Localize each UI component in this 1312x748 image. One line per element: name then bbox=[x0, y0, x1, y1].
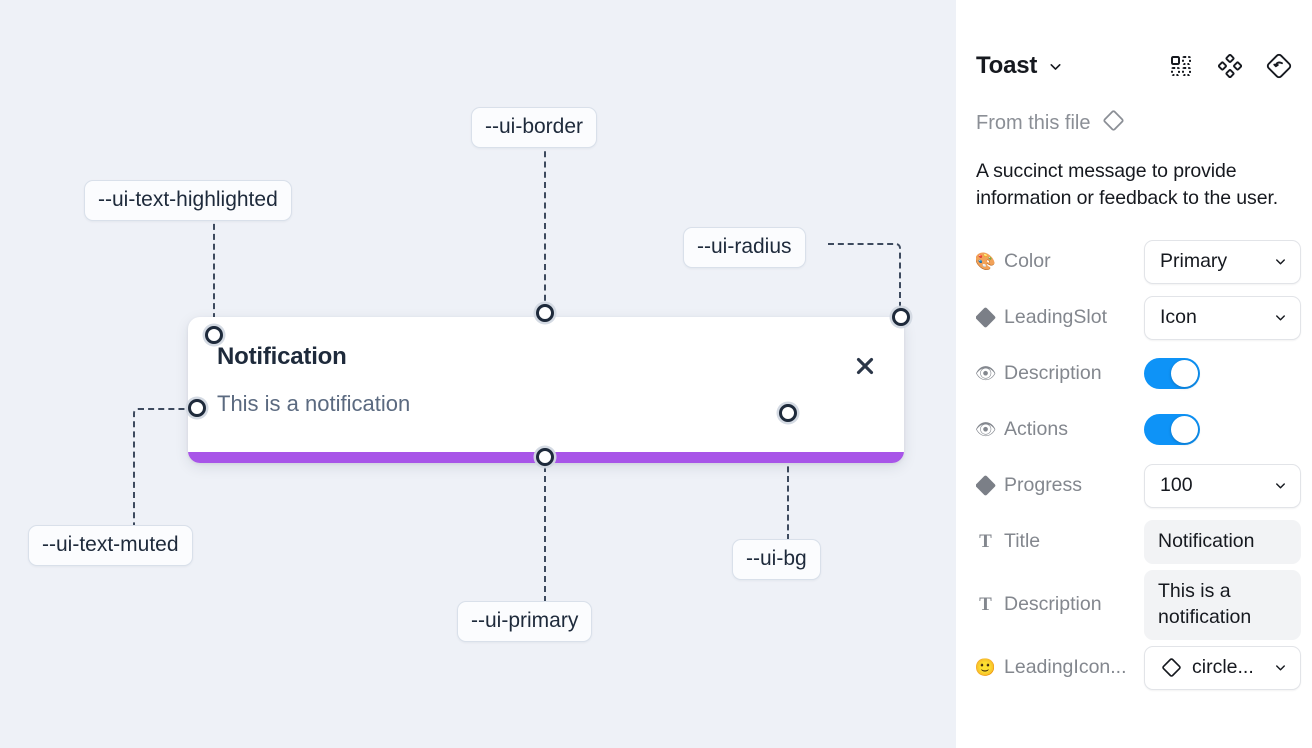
eye-icon: 👁 bbox=[976, 420, 997, 440]
chevron-down-icon[interactable] bbox=[1047, 58, 1064, 75]
from-this-file-row[interactable]: From this file bbox=[976, 108, 1292, 138]
header-icon-group bbox=[1168, 53, 1292, 79]
chevron-down-icon bbox=[1273, 254, 1288, 269]
anchor-ui-text-highlighted[interactable] bbox=[205, 326, 223, 344]
close-x-icon[interactable] bbox=[852, 353, 878, 379]
property-label-color: 🎨 Color bbox=[976, 250, 1144, 273]
property-row-progress: Progress 100 bbox=[976, 458, 1301, 514]
diamond-outline-icon bbox=[1101, 108, 1126, 138]
property-row-actions-toggle: 👁 Actions bbox=[976, 402, 1292, 458]
connector-ui-primary bbox=[544, 466, 546, 602]
property-name-description-toggle: Description bbox=[1004, 362, 1102, 385]
chevron-down-icon bbox=[1273, 660, 1288, 675]
property-name-description-text: Description bbox=[1004, 593, 1102, 616]
property-name-color: Color bbox=[1004, 250, 1051, 273]
property-row-leadingicon: 🙂 LeadingIcon... circle... bbox=[976, 640, 1301, 696]
connector-ui-border bbox=[544, 141, 546, 311]
anchor-ui-border[interactable] bbox=[536, 304, 554, 322]
diamond-filled-icon bbox=[976, 475, 997, 497]
leadingicon-select[interactable]: circle... bbox=[1144, 645, 1301, 690]
property-label-description-toggle: 👁 Description bbox=[976, 362, 1144, 385]
leadingslot-select-value: Icon bbox=[1160, 306, 1197, 329]
description-input[interactable]: This is a notification bbox=[1144, 569, 1301, 640]
toast-card-preview[interactable]: Notification This is a notification bbox=[188, 317, 904, 463]
toast-title: Notification bbox=[217, 343, 347, 370]
properties-panel: Toast bbox=[956, 0, 1312, 748]
text-type-icon: T bbox=[979, 531, 992, 553]
anchor-ui-text-muted[interactable] bbox=[188, 399, 206, 417]
from-this-file-label: From this file bbox=[976, 111, 1091, 134]
description-toggle[interactable] bbox=[1144, 358, 1200, 390]
anchor-ui-radius[interactable] bbox=[892, 308, 910, 326]
token-chip-ui-primary[interactable]: --ui-primary bbox=[457, 601, 593, 643]
property-label-progress: Progress bbox=[976, 474, 1144, 497]
title-input-value: Notification bbox=[1158, 529, 1255, 552]
property-label-description-text: T Description bbox=[976, 593, 1144, 616]
connector-ui-radius bbox=[828, 243, 901, 311]
eye-icon: 👁 bbox=[976, 364, 997, 384]
token-chip-ui-border[interactable]: --ui-border bbox=[471, 107, 598, 149]
connector-ui-text-highlighted bbox=[213, 214, 215, 329]
token-chip-ui-text-highlighted[interactable]: --ui-text-highlighted bbox=[84, 180, 292, 222]
property-label-leadingslot: LeadingSlot bbox=[976, 306, 1144, 329]
property-label-title: T Title bbox=[976, 530, 1144, 553]
variants-cluster-icon[interactable] bbox=[1217, 53, 1243, 79]
chevron-down-icon bbox=[1273, 310, 1288, 325]
progress-select[interactable]: 100 bbox=[1144, 463, 1301, 508]
anchor-ui-bg[interactable] bbox=[779, 404, 797, 422]
progress-select-value: 100 bbox=[1160, 474, 1193, 497]
emoji-face-icon: 🙂 bbox=[976, 658, 997, 678]
property-row-title: T Title Notification bbox=[976, 514, 1301, 570]
token-chip-ui-bg[interactable]: --ui-bg bbox=[732, 539, 821, 581]
diamond-filled-icon bbox=[976, 307, 997, 329]
token-chip-ui-text-muted[interactable]: --ui-text-muted bbox=[28, 525, 193, 567]
property-row-description-toggle: 👁 Description bbox=[976, 346, 1292, 402]
text-type-icon: T bbox=[979, 594, 992, 616]
toggle-knob bbox=[1171, 416, 1198, 444]
property-row-leadingslot: LeadingSlot Icon bbox=[976, 290, 1301, 346]
design-canvas[interactable]: --ui-text-highlighted --ui-border --ui-r… bbox=[0, 0, 956, 748]
property-name-actions-toggle: Actions bbox=[1004, 418, 1068, 441]
leadingslot-select[interactable]: Icon bbox=[1144, 295, 1301, 340]
leadingicon-select-value: circle... bbox=[1192, 656, 1254, 679]
reset-instance-icon[interactable] bbox=[1266, 53, 1292, 79]
property-name-title: Title bbox=[1004, 530, 1041, 553]
token-chip-ui-radius[interactable]: --ui-radius bbox=[683, 227, 806, 269]
toggle-knob bbox=[1171, 360, 1198, 388]
title-input[interactable]: Notification bbox=[1144, 519, 1301, 564]
panel-header: Toast bbox=[976, 38, 1292, 94]
property-list: 🎨 Color Primary bbox=[976, 234, 1301, 696]
property-name-progress: Progress bbox=[1004, 474, 1083, 497]
color-select-value: Primary bbox=[1160, 250, 1228, 273]
diamond-outline-icon bbox=[1160, 656, 1183, 679]
property-name-leadingslot: LeadingSlot bbox=[1004, 306, 1108, 329]
property-label-actions-toggle: 👁 Actions bbox=[976, 418, 1144, 441]
property-name-leadingicon: LeadingIcon... bbox=[1004, 656, 1127, 679]
property-label-leadingicon: 🙂 LeadingIcon... bbox=[976, 656, 1144, 679]
property-row-color: 🎨 Color Primary bbox=[976, 234, 1301, 290]
color-select[interactable]: Primary bbox=[1144, 239, 1301, 284]
toast-description: This is a notification bbox=[217, 391, 411, 416]
component-description: A succinct message to provide informatio… bbox=[976, 160, 1279, 209]
component-grid-icon[interactable] bbox=[1168, 53, 1194, 79]
palette-icon: 🎨 bbox=[976, 252, 997, 272]
chevron-down-icon bbox=[1273, 478, 1288, 493]
property-row-description-text: T Description This is a notification bbox=[976, 569, 1301, 640]
actions-toggle[interactable] bbox=[1144, 414, 1200, 446]
connector-ui-text-muted bbox=[133, 408, 195, 526]
description-input-value: This is a notification bbox=[1158, 579, 1252, 628]
anchor-ui-primary[interactable] bbox=[536, 448, 554, 466]
page-title: Toast bbox=[976, 52, 1038, 79]
